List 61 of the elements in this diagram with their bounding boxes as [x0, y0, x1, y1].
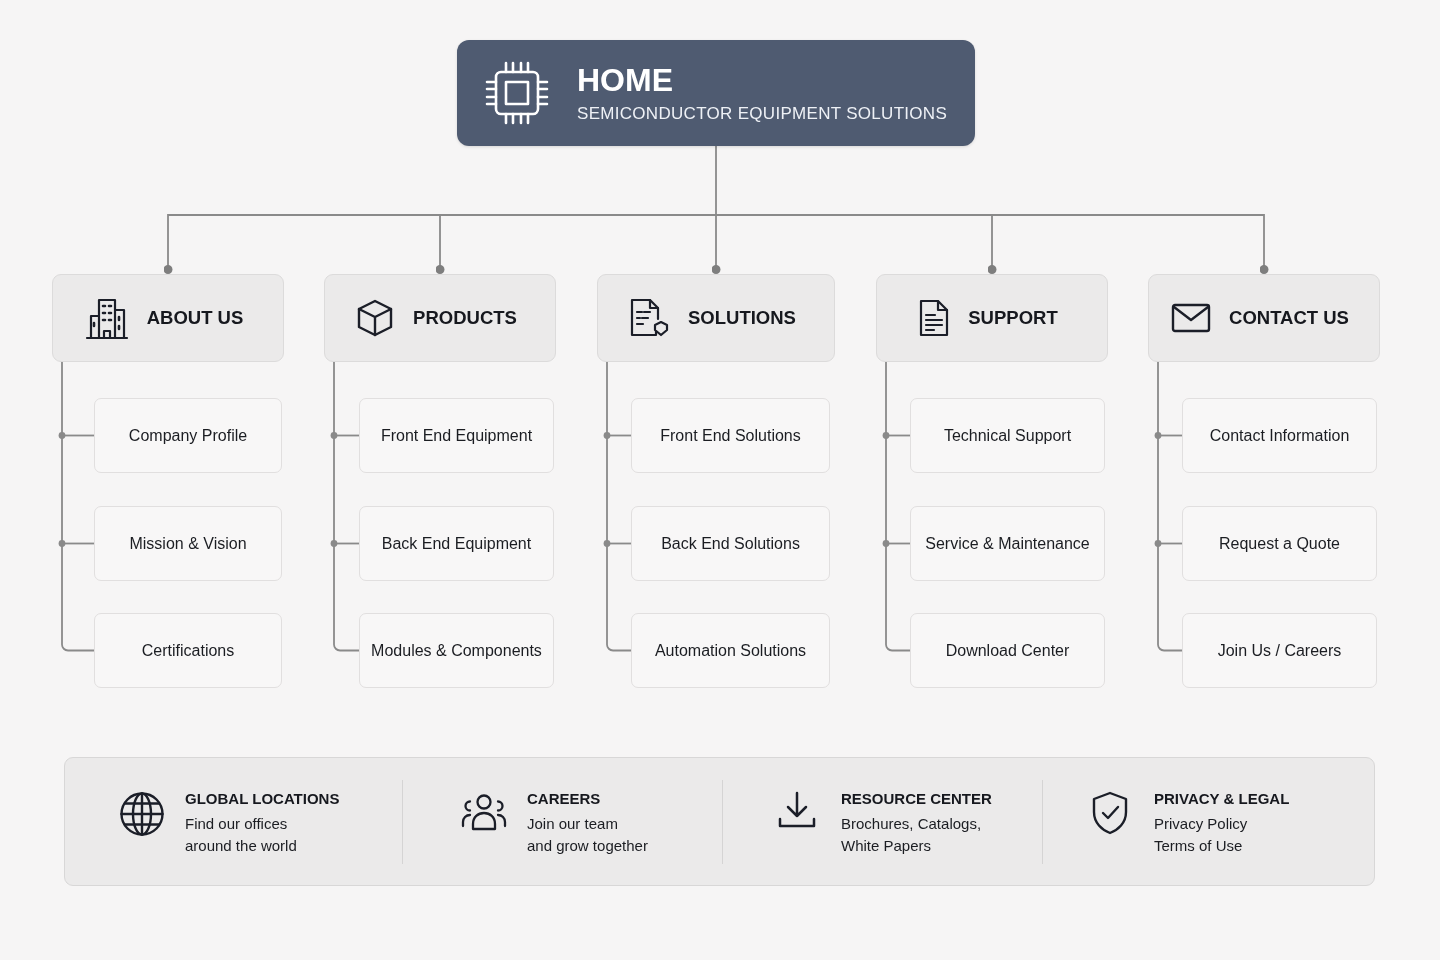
page-label: Back End Solutions [661, 533, 800, 554]
section-heading: GLOBAL LOCATIONS [185, 789, 340, 809]
page-card [910, 506, 1105, 581]
category-title: SOLUTIONS [688, 306, 796, 330]
section-text: Brochures, Catalogs, White Papers [841, 814, 982, 856]
section-text: Terms of Use [1154, 836, 1243, 856]
page-card [1182, 506, 1377, 581]
page-label: Service & Maintenance [925, 533, 1090, 554]
page-label: Back End Equipment [381, 533, 532, 554]
category-title: ABOUT US [146, 306, 244, 330]
connector-line [715, 214, 993, 216]
section-text: Join our team and grow together [527, 814, 648, 856]
category-card [1148, 274, 1380, 362]
page-card [631, 506, 830, 581]
page-card [94, 613, 282, 688]
category-title: CONTACT US [1229, 306, 1349, 330]
page-label: Company Profile [128, 425, 248, 446]
page-label: Mission & Vision [129, 533, 247, 554]
page-label: Front End Equipment [380, 425, 533, 446]
page-label: Contact Information [1209, 425, 1350, 446]
category-card [52, 274, 284, 362]
connector-line [715, 145, 717, 216]
category-title: PRODUCTS [413, 306, 517, 330]
page-card [359, 613, 554, 688]
section-heading: CAREERS [527, 789, 601, 809]
connector-line [435, 214, 445, 274]
connector-line [987, 214, 997, 274]
category-card [597, 274, 835, 362]
page-card [1182, 398, 1377, 473]
page-card [94, 398, 282, 473]
page-label: Certifications [141, 640, 235, 661]
page-label: Join Us / Careers [1217, 640, 1342, 661]
page-card [910, 398, 1105, 473]
card-heading: HOME [577, 62, 673, 98]
section-text: Find our offices around the world [185, 814, 297, 856]
page-label: Automation Solutions [654, 640, 807, 661]
page-card [631, 613, 830, 688]
page-label: Request a Quote [1219, 533, 1340, 554]
page-label: Modules & Components [371, 640, 542, 661]
page-card [1182, 613, 1377, 688]
page-card [359, 506, 554, 581]
home-card [457, 40, 975, 146]
connector-line [439, 214, 717, 216]
page-label: Front End Solutions [660, 425, 801, 446]
page-card [94, 506, 282, 581]
page-card [631, 398, 830, 473]
section-text: Privacy Policy [1154, 814, 1248, 834]
page-label: Download Center [945, 640, 1070, 661]
category-title: SUPPORT [968, 306, 1058, 330]
category-card [324, 274, 556, 362]
page-card [910, 613, 1105, 688]
page-label: Technical Support [943, 425, 1072, 446]
card-subheading: SEMICONDUCTOR EQUIPMENT SOLUTIONS [577, 103, 948, 125]
connector-line [163, 214, 441, 274]
connector-line [991, 214, 1269, 274]
footer-panel [64, 757, 1375, 886]
category-card [876, 274, 1108, 362]
connector-line [711, 214, 721, 274]
section-heading: PRIVACY & LEGAL [1154, 789, 1290, 809]
section-heading: RESOURCE CENTER [841, 789, 992, 809]
page-card [359, 398, 554, 473]
